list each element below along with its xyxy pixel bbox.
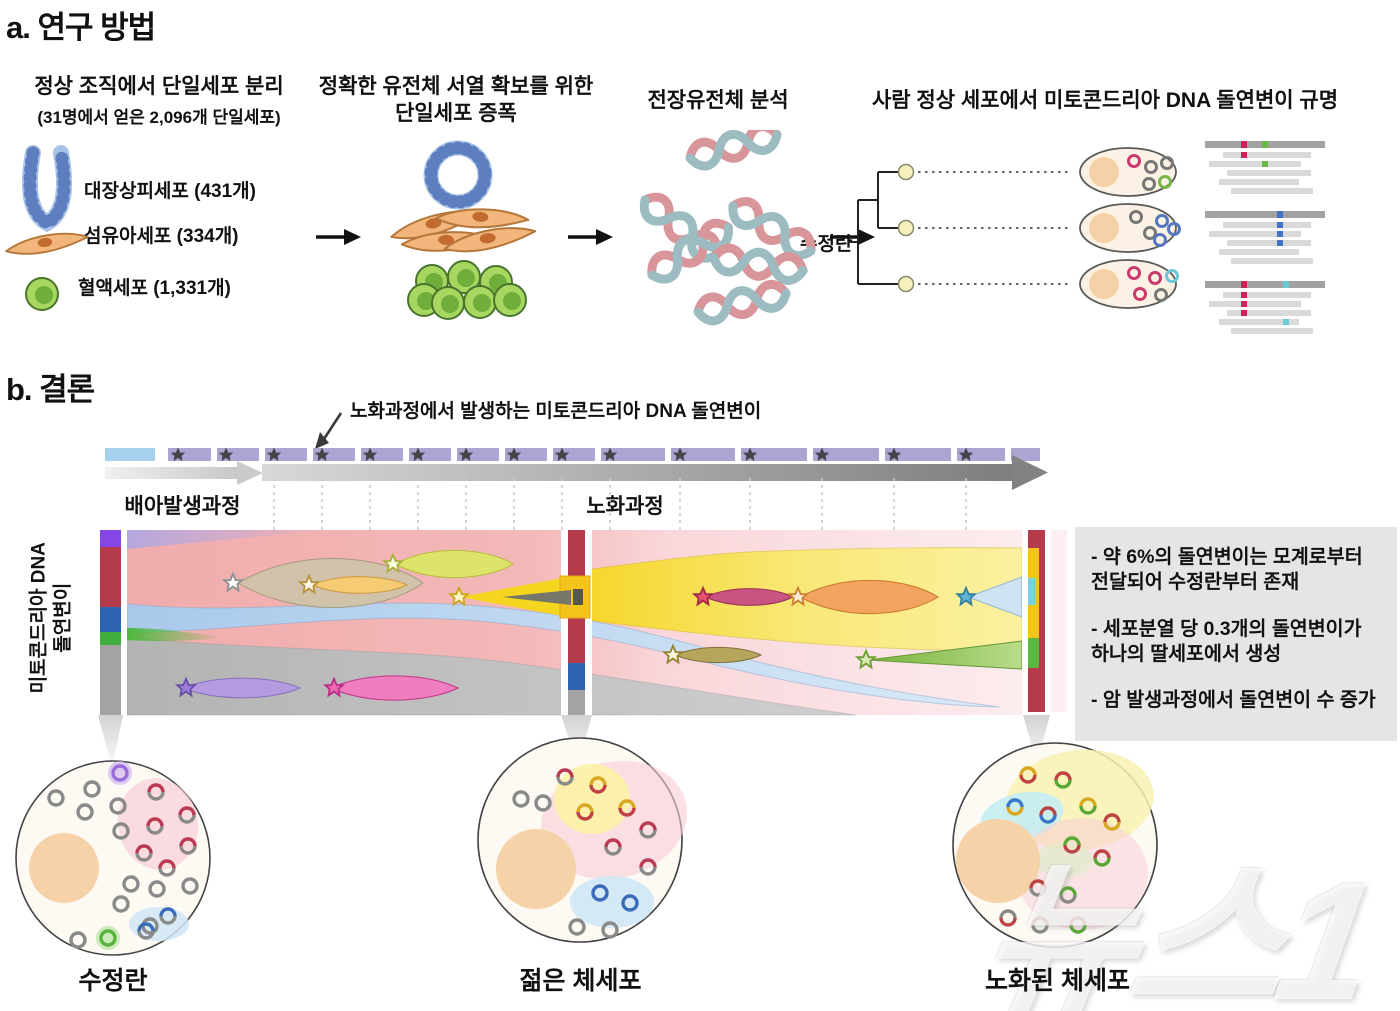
maternal-lavender-band (127, 530, 330, 549)
amplified-blood-cells-icon (407, 260, 527, 320)
annotation-arrow-icon (315, 412, 343, 449)
embryogenesis-arrow (105, 461, 263, 485)
colon-epithelium-icon (21, 145, 73, 233)
pale-pink-strip (1051, 530, 1067, 712)
blood-cell-label: 혈액세포 (1,331개) (78, 278, 231, 299)
lineage-tree (848, 163, 1072, 293)
section-a-title: a. 연구 방법 (6, 10, 156, 45)
egg-cell-1 (1079, 147, 1177, 197)
young-cell-bar (502, 530, 591, 715)
flow-arrow-1 (316, 229, 361, 245)
conclusion-2: - 세포분열 당 0.3개의 돌연변이가 하나의 딸세포에서 생성 (1091, 617, 1362, 666)
embryo-segment (105, 448, 155, 461)
blood-cell-icon (25, 277, 59, 311)
flow-arrow-2 (568, 229, 613, 245)
amplified-fibroblasts-icon (387, 203, 538, 256)
step1-subtitle: (31명에서 얻은 2,096개 단일세포) (37, 107, 281, 127)
step3-title: 전장유전체 분석 (647, 89, 789, 112)
timeline-gaps (211, 448, 1011, 461)
young-cell-label: 젊은 체세포 (519, 967, 642, 995)
gray-stream (126, 637, 857, 716)
dark-selection-arrow (502, 590, 571, 605)
dna-helix-icon (638, 130, 817, 324)
section-a-graphics (3, 130, 1325, 334)
read-alignment-panel-2 (1205, 211, 1325, 264)
conclusion-3: - 암 발생과정에서 돌연변이 수 증가 (1091, 689, 1376, 712)
clone-olive (673, 647, 763, 663)
conclusion-box: - 약 6%의 돌연변이는 모계로부터 전달되어 수정란부터 존재 - 세포분열… (1075, 527, 1397, 741)
flow-arrow-3 (830, 229, 875, 245)
phase-aging-label: 노화과정 (586, 495, 664, 518)
aged-somatic-cell (952, 742, 1158, 948)
amplified-colon-ring-icon (423, 140, 493, 210)
colon-cell-label: 대장상피세포 (431개) (84, 181, 256, 202)
step2-title: 정확한 유전체 서열 확보를 위한 단일세포 증폭 (318, 75, 594, 125)
fibroblast-cell-label: 섬유아세포 (334개) (84, 226, 239, 247)
aging-arrow (262, 455, 1048, 490)
young-somatic-cell (477, 737, 688, 943)
green-sliver (127, 628, 225, 642)
clone-purple (180, 677, 302, 699)
conclusion-1: - 약 6%의 돌연변이는 모계로부터 전달되어 수정란부터 존재 (1091, 546, 1363, 594)
read-alignment-panel-1 (1205, 141, 1325, 194)
bar-separators (121, 530, 1028, 715)
timeline-annotation: 노화과정에서 발생하는 미토콘드리아 DNA 돌연변이 (350, 401, 762, 422)
clone-orange-right (798, 579, 939, 615)
fertilized-egg-cell (15, 760, 211, 956)
clone-yellowgreen (393, 550, 514, 578)
fertilized-egg-bar (100, 530, 121, 715)
mutation-timeline (105, 447, 1040, 462)
aged-cell-label: 노화된 체세포 (985, 967, 1130, 995)
aging-segment-bar (168, 448, 1040, 461)
clone-magenta (328, 675, 460, 701)
read-alignment-panel-3 (1205, 281, 1325, 334)
section-b-title: b. 결론 (6, 372, 95, 407)
clone-orange-inner (310, 576, 409, 594)
section-b-graphics (15, 412, 1158, 956)
phase-embryogenesis-label: 배아발생과정 (124, 495, 241, 518)
step1-title: 정상 조직에서 단일세포 분리 (34, 75, 284, 98)
egg-cell-2 (1079, 203, 1181, 253)
fertilized-egg-label: 수정란 (78, 967, 148, 995)
step4-title: 사람 정상 세포에서 미토콘드리아 DNA 돌연변이 규명 (871, 89, 1339, 112)
guide-lines (273, 478, 967, 530)
step1-header: 정상 조직에서 단일세포 분리 (31명에서 얻은 2,096개 단일세포) (14, 74, 304, 128)
aged-cell-bar (1028, 530, 1045, 712)
fibroblast-icon (3, 230, 90, 257)
egg-cell-3 (1079, 259, 1179, 309)
